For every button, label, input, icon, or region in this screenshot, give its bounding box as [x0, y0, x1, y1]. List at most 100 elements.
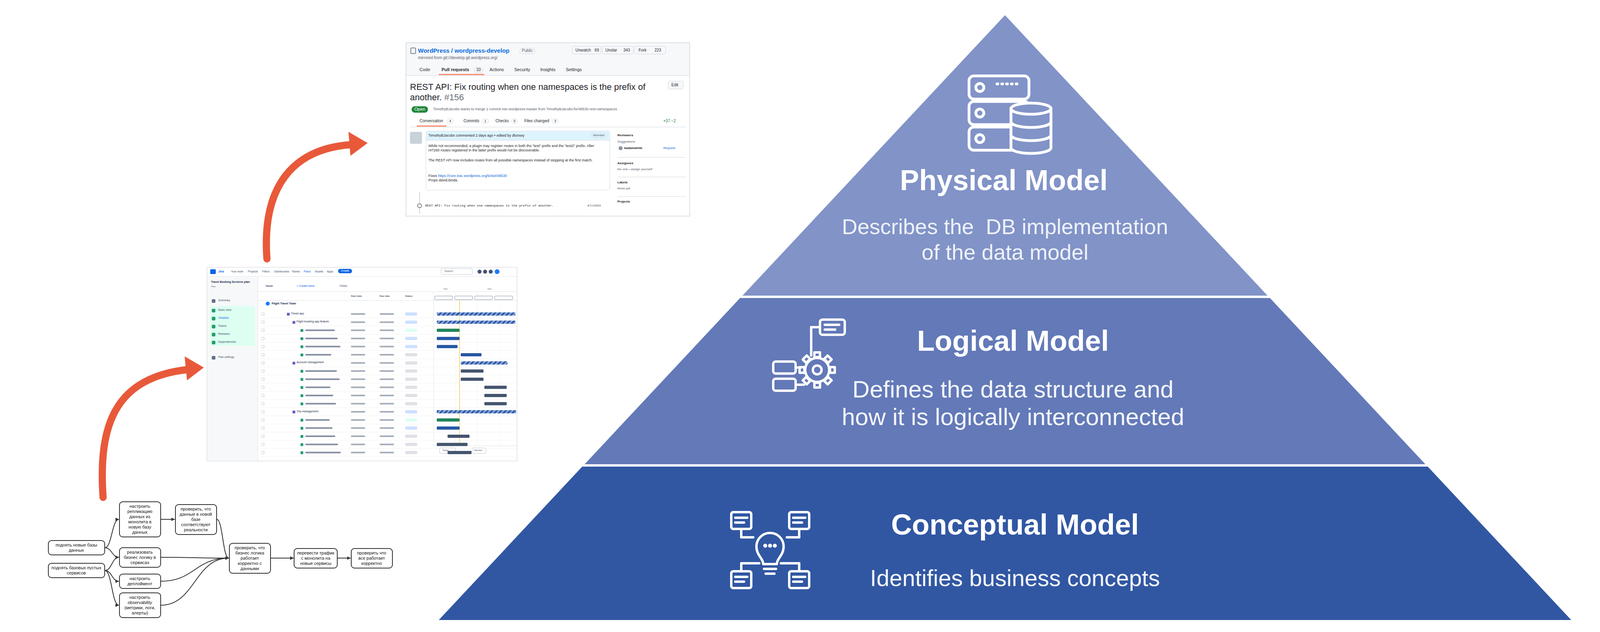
- screenshot-text: While not recommended, a plugin may regi…: [428, 143, 605, 154]
- timeline-row: [405, 369, 418, 373]
- github-screenshot: [416, 125, 447, 127]
- screenshot-text: Commits: [463, 118, 480, 124]
- screenshot-text: Assets: [314, 270, 324, 274]
- timeline-row: [379, 386, 395, 389]
- logic-icon: [824, 328, 836, 331]
- timeline-row: [379, 427, 395, 430]
- timeline-row: [436, 336, 460, 341]
- pyramid-band: Conceptual ModelIdentifies business conc…: [438, 466, 1572, 621]
- band-fill: [742, 15, 1268, 296]
- screenshot-text: None yet: [617, 186, 631, 191]
- process-box: настроить репликацию данных из монолита …: [119, 501, 162, 538]
- band-description: Describes the DB implementation of the d…: [835, 214, 1175, 265]
- jira-screenshot: [211, 340, 216, 345]
- screenshot-text: Dependencies: [218, 340, 237, 345]
- screenshot-text: Projects: [617, 199, 631, 204]
- concept-icon: [774, 545, 776, 547]
- logic-icon: [805, 358, 830, 383]
- jira-screenshot: [211, 332, 216, 337]
- screenshot-text: 1: [481, 118, 489, 124]
- jira-screenshot: [441, 268, 473, 275]
- timeline-row: [300, 427, 304, 430]
- concept-icon: [731, 571, 752, 589]
- timeline-row: [261, 394, 265, 397]
- concept-icon: [735, 575, 748, 579]
- jira-screenshot: [477, 269, 482, 274]
- process-box: реализовать бизнес логику в сервисах: [119, 547, 162, 568]
- screenshot-text: Filters: [262, 270, 270, 274]
- concept-icon: [740, 563, 743, 572]
- timeline-row: [305, 329, 335, 332]
- process-box: поднять базовых пустых сервисов: [47, 563, 106, 579]
- github-screenshot: [617, 177, 686, 178]
- timeline-row: [350, 321, 366, 323]
- band-fill: [438, 466, 1572, 621]
- timeline-row: [305, 451, 341, 454]
- timeline-row: [379, 451, 395, 454]
- logic-icon: [773, 378, 796, 391]
- band-fill: [584, 298, 1426, 465]
- timeline-row: [286, 312, 290, 316]
- screenshot-text: mirrored from git://develop.git.wordpres…: [417, 55, 498, 61]
- jira-screenshot: [211, 324, 216, 329]
- screenshot-text: Unwatch: [575, 47, 592, 54]
- timeline-row: [261, 345, 265, 349]
- timeline-row: [379, 370, 395, 373]
- progress-arrow: [184, 356, 204, 381]
- github-screenshot: [409, 127, 686, 128]
- box-text: поднять новые базы данных: [50, 542, 103, 554]
- timeline-row: [305, 394, 334, 397]
- timeline-row: [292, 361, 296, 365]
- concept-icon: [764, 567, 777, 571]
- band-title: Logical Model: [833, 324, 1193, 358]
- timeline-row: [350, 362, 366, 364]
- screenshot-text: Open: [411, 106, 428, 113]
- jira-screenshot: [206, 276, 518, 277]
- screenshot-text: Teams: [291, 270, 301, 274]
- database-icon: [969, 75, 1029, 100]
- timeline-row: [259, 391, 518, 392]
- screenshot-text: Releases: [218, 332, 230, 337]
- database-icon: [1010, 135, 1051, 141]
- timeline-row: [261, 418, 265, 422]
- timeline-row: [259, 318, 518, 319]
- github-screenshot: [618, 146, 623, 151]
- timeline-row: [379, 346, 395, 348]
- timeline-row: [379, 402, 395, 405]
- timeline-row: [350, 346, 366, 348]
- timeline-row: [460, 377, 484, 381]
- timeline-row: [484, 394, 507, 398]
- github-screenshot: [426, 131, 610, 141]
- concept-icon: [798, 563, 801, 572]
- process-box: проверить, что данные в новой базе соотв…: [175, 504, 217, 536]
- timeline-row: [436, 320, 516, 324]
- timeline-row: [259, 350, 518, 351]
- database-icon: [1010, 103, 1051, 115]
- timeline-row: [300, 378, 304, 381]
- timeline-row: [484, 401, 507, 406]
- timeline-row: [305, 443, 339, 446]
- github-screenshot: [602, 46, 634, 54]
- jira-screenshot: [454, 296, 473, 300]
- timeline-row: [405, 434, 418, 438]
- timeline-row: [261, 353, 265, 357]
- screenshot-text: Pull requests: [441, 67, 470, 73]
- screenshot-text: Due date: [379, 294, 390, 299]
- timeline-row: [350, 313, 366, 315]
- box-text: настроить деплоймент: [121, 576, 159, 587]
- jira-screenshot: [210, 306, 255, 347]
- progress-arrow: [102, 369, 188, 498]
- timeline-row: [259, 374, 518, 376]
- timeline-row: [261, 337, 265, 340]
- timeline-row: [305, 435, 336, 438]
- screenshot-text: Actions: [489, 67, 504, 73]
- database-icon: [1010, 121, 1051, 128]
- timeline-row: [379, 411, 395, 413]
- flow-arrow: [105, 519, 120, 548]
- timeline-row: [405, 401, 418, 406]
- process-box: проверить, что бизнес логика работает ко…: [228, 543, 271, 574]
- concept-icon: [731, 512, 810, 589]
- flow-arrow: [337, 557, 351, 559]
- timeline-row: [259, 410, 518, 416]
- github-screenshot: [572, 46, 601, 54]
